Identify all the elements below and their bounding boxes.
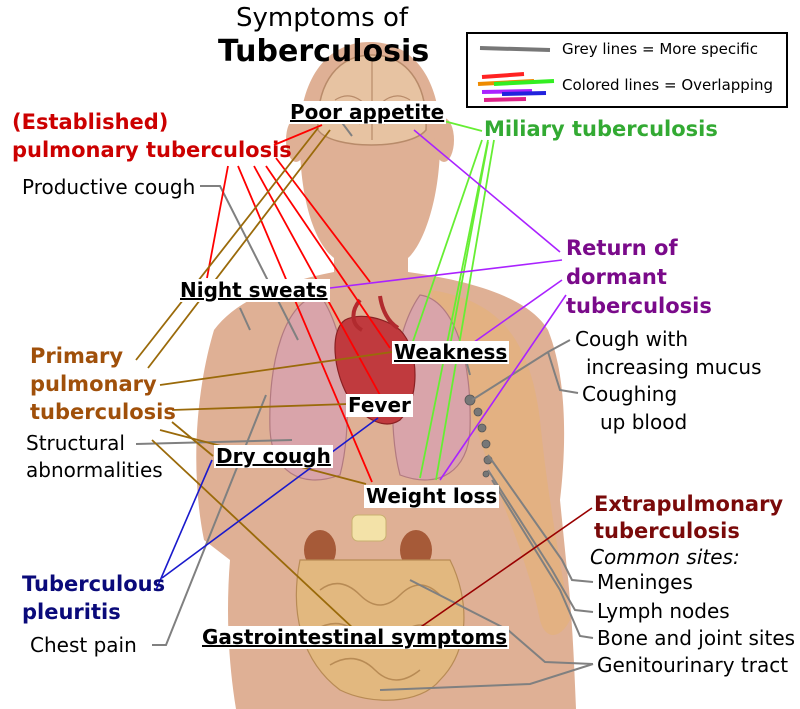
poor-appetite: Poor appetite: [288, 100, 447, 124]
weakness: Weakness: [392, 340, 510, 364]
extrapulmonary-line-2: tuberculosis: [594, 519, 740, 543]
coughing-blood-line-2: up blood: [600, 410, 688, 434]
legend-colored-text: Colored lines = Overlapping: [562, 76, 774, 94]
dormant-tb-line-3: tuberculosis: [566, 294, 712, 318]
site-lymph-nodes: Lymph nodes: [597, 599, 730, 623]
common-sites-label: Common sites:: [590, 545, 740, 569]
primary-tb-line-2: pulmonary: [30, 372, 157, 396]
miliary-tb: Miliary tuberculosis: [484, 117, 718, 141]
title-line-1: Symptoms of: [236, 3, 409, 33]
darkred-line: [401, 507, 593, 641]
site-bone-joint: Bone and joint sites: [597, 626, 796, 650]
primary-tb-line-1: Primary: [30, 344, 124, 368]
extrapulmonary-line-1: Extrapulmonary: [594, 492, 784, 516]
night-sweats: Night sweats: [178, 278, 330, 302]
legend-swatches: [477, 46, 555, 102]
cough-mucus-line-1: Cough with: [575, 327, 689, 351]
site-meninges: Meninges: [597, 570, 693, 594]
site-genitourinary: Genitourinary tract: [597, 653, 789, 677]
structural-abnormalities-line-1: Structural: [26, 431, 125, 455]
green-lines: [409, 119, 495, 481]
vertebra: [351, 514, 387, 542]
dry-cough: Dry cough: [214, 444, 333, 468]
legend-grey-text: Grey lines = More specific: [562, 40, 758, 58]
pleuritis-line-2: pleuritis: [22, 600, 121, 624]
productive-cough: Productive cough: [22, 175, 196, 199]
established-tb-line-2: pulmonary tuberculosis: [12, 138, 292, 162]
chest-pain: Chest pain: [30, 633, 137, 657]
lymph-nodes: [464, 394, 493, 478]
blue-lines: [155, 417, 379, 591]
dormant-tb-line-2: dormant: [566, 265, 667, 289]
pleuritis-line-1: Tuberculous: [22, 572, 166, 596]
fever: Fever: [346, 393, 413, 417]
cough-mucus-line-2: increasing mucus: [586, 355, 762, 379]
coughing-blood-line-1: Coughing: [582, 382, 678, 406]
established-tb-line-1: (Established): [12, 110, 169, 134]
dormant-tb-line-1: Return of: [566, 236, 678, 260]
gastrointestinal-symptoms: Gastrointestinal symptoms: [200, 625, 510, 649]
purple-lines: [329, 129, 567, 481]
legend: Grey lines = More specific Colored lines…: [466, 32, 788, 108]
weight-loss: Weight loss: [364, 484, 500, 508]
structural-abnormalities-line-2: abnormalities: [26, 458, 163, 482]
title-line-2: Tuberculosis: [218, 34, 430, 69]
primary-tb-line-3: tuberculosis: [30, 400, 176, 424]
